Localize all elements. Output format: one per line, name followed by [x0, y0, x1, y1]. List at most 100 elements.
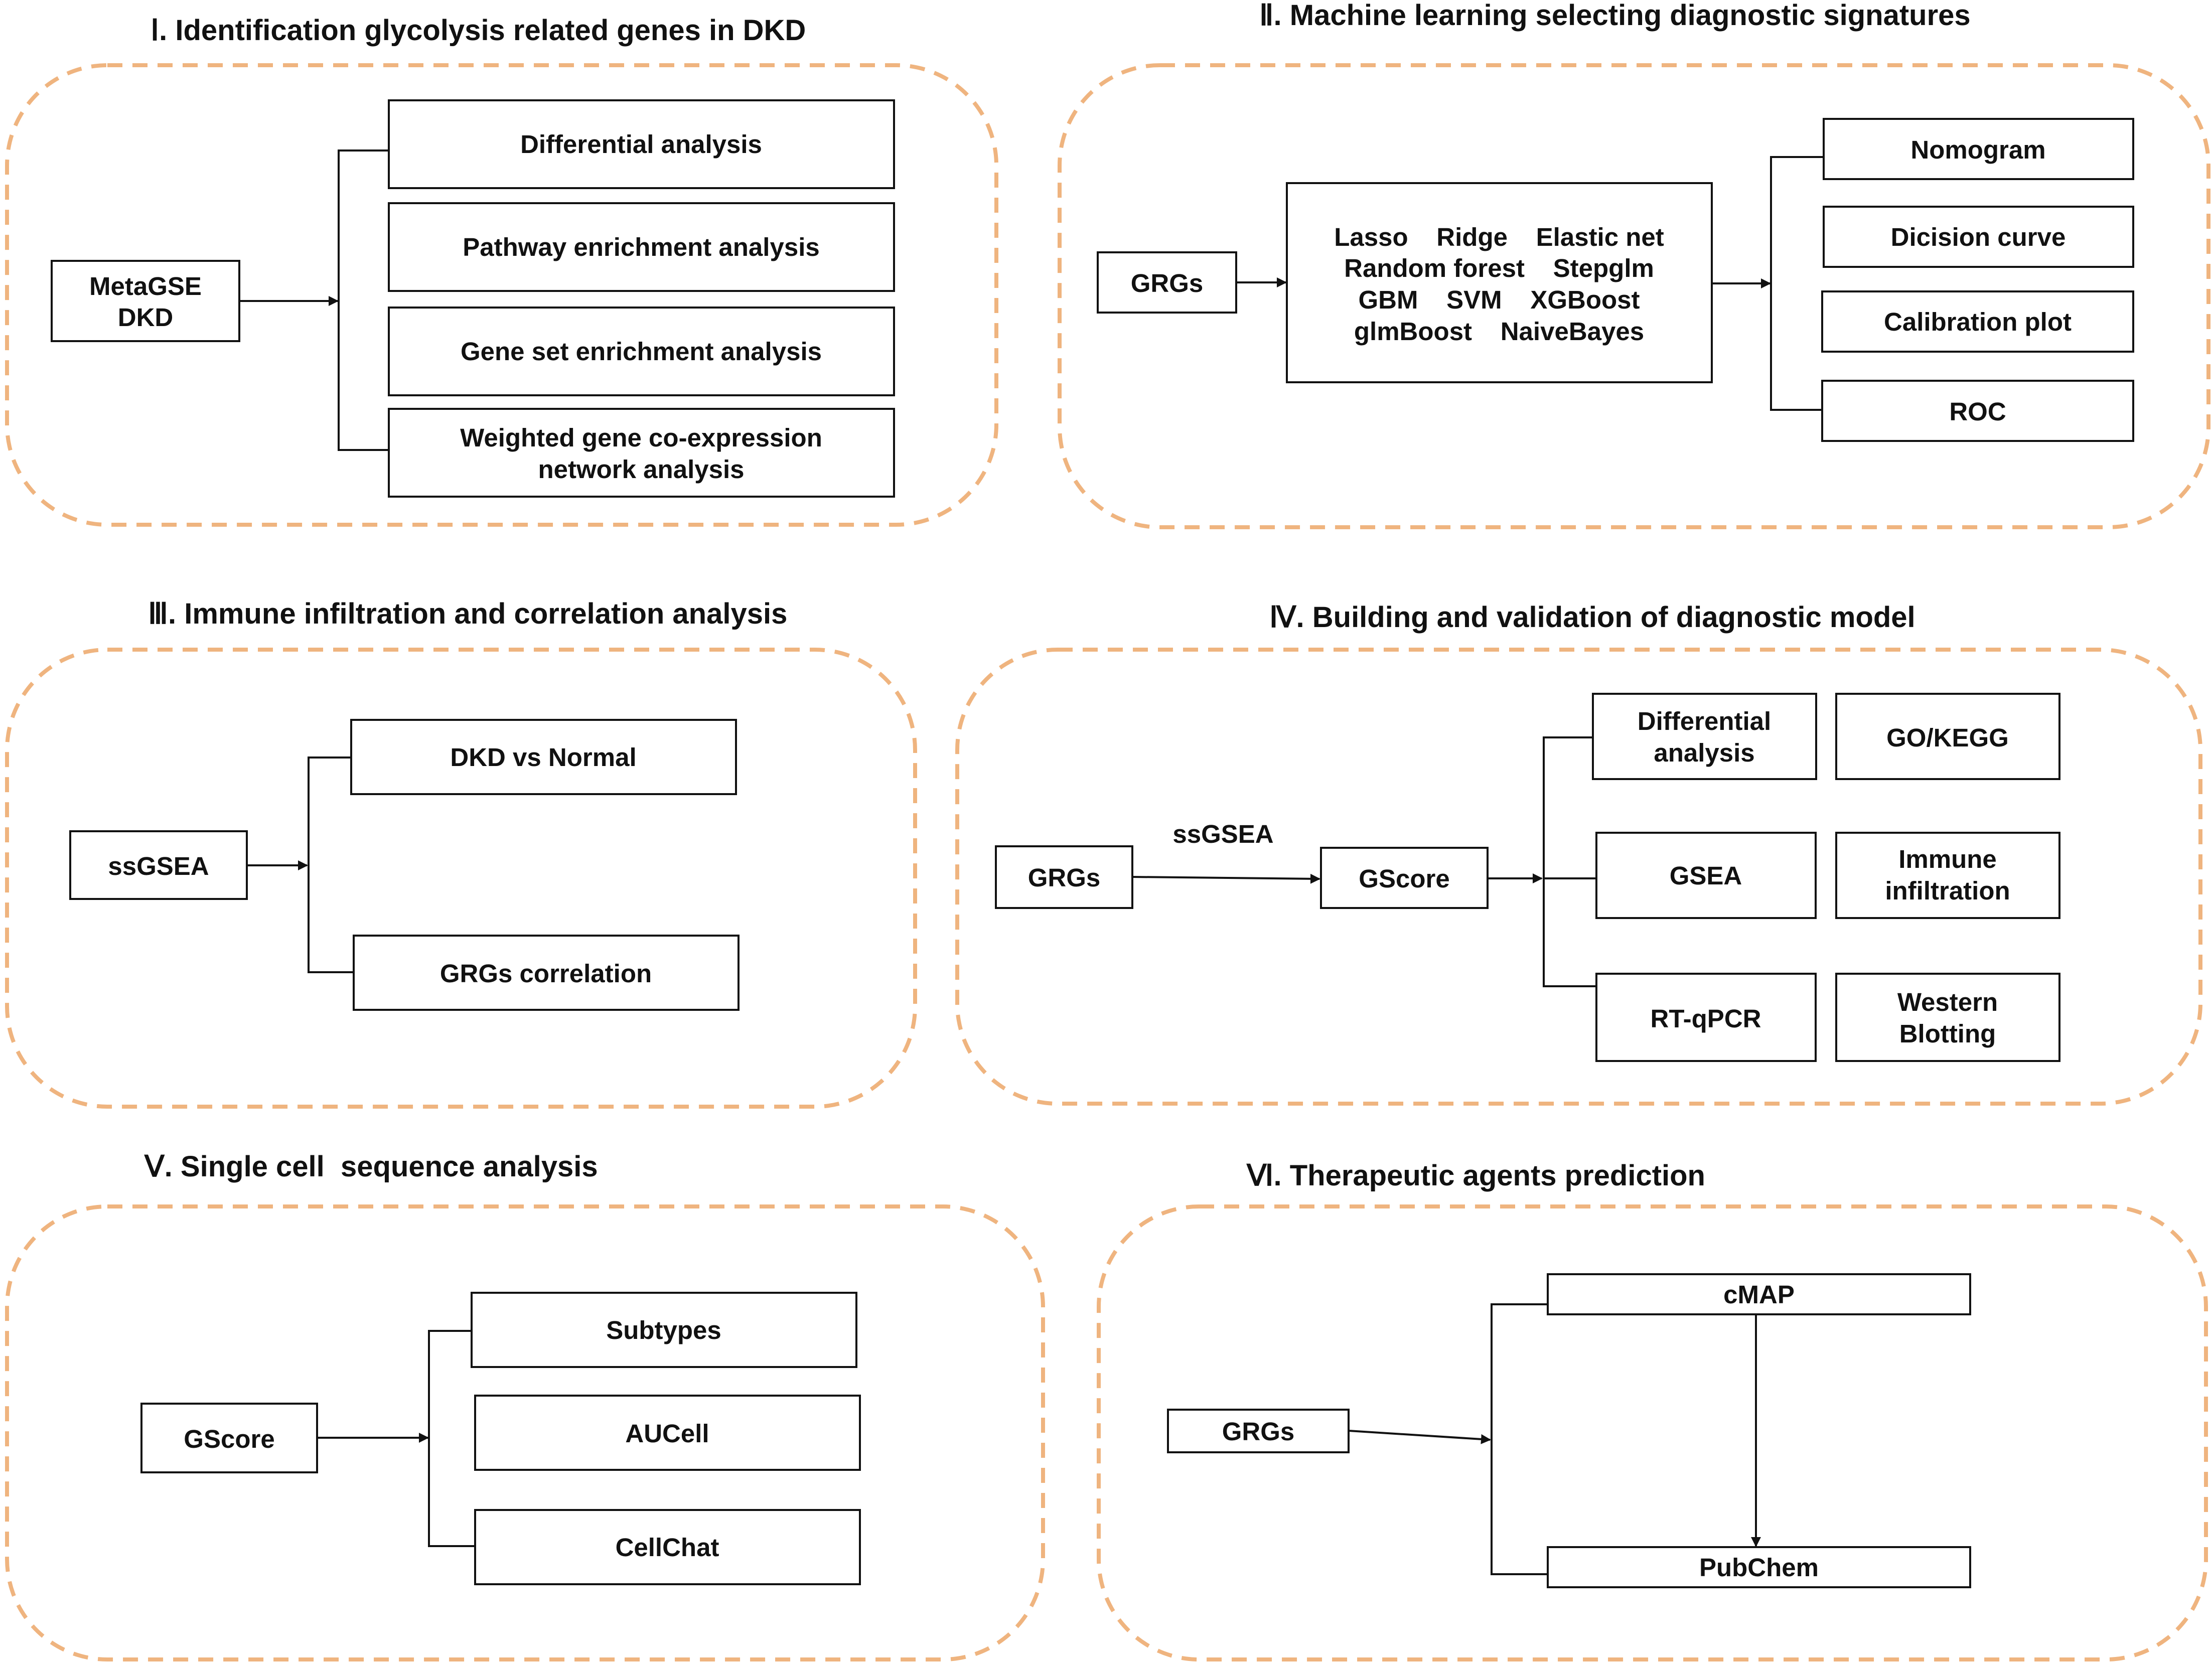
grgs-node: GRGs: [1167, 1409, 1350, 1453]
node-label: RT-qPCR: [1651, 1004, 1761, 1033]
node-label: Nomogram: [1910, 135, 2045, 164]
node-label: GSEA: [1670, 861, 1742, 890]
grgs-correlation-node: GRGs correlation: [353, 935, 740, 1011]
node-box: [1823, 118, 2134, 180]
gene-set-enrichment-node: Gene set enrichment analysis: [388, 307, 895, 396]
node-label: MetaGSE: [89, 272, 202, 300]
panel-frame: [1058, 63, 2210, 529]
node-label: network analysis: [538, 455, 744, 484]
node-box: [1821, 380, 2134, 442]
roc-node: ROC: [1821, 380, 2134, 442]
metagse-dkd-node: MetaGSE DKD: [51, 260, 240, 342]
branch-connector: [1543, 736, 1596, 987]
arrow: [1348, 1430, 1491, 1444]
panel-machine-learning: Ⅱ. Machine learning selecting diagnostic…: [1058, 0, 2210, 529]
node-box: [474, 1509, 861, 1585]
node-label: Weighted gene co-expression: [460, 423, 822, 452]
gsea-node: GSEA: [1595, 832, 1817, 919]
branch-connector: [1491, 1303, 1548, 1575]
subtypes-node: Subtypes: [471, 1292, 857, 1368]
arrow: [1132, 873, 1320, 884]
node-box: [1823, 206, 2134, 268]
method-line: Random forest Stepglm: [1344, 254, 1654, 282]
panel-title: Ⅳ. Building and validation of diagnostic…: [1269, 601, 1915, 634]
node-box: [1320, 847, 1489, 909]
panel-frame: [1097, 1204, 2208, 1661]
branch-connector: [338, 149, 389, 451]
node-label: GRGs: [1028, 863, 1101, 892]
panel-frame: [5, 63, 998, 527]
node-box: [1835, 693, 2060, 780]
gscore-node: GScore: [140, 1403, 318, 1473]
node-label: infiltration: [1885, 876, 2010, 905]
node-label: DKD vs Normal: [450, 743, 636, 772]
panel-title: Ⅲ. Immune infiltration and correlation a…: [148, 597, 787, 630]
node-label: Subtypes: [606, 1316, 721, 1344]
panel-title: Ⅰ. Identification glycolysis related gen…: [151, 14, 806, 47]
branch-connector: [1770, 156, 1824, 411]
panel-title: Ⅵ. Therapeutic agents prediction: [1246, 1159, 1705, 1192]
panel-title: Ⅴ. Single cell sequence analysis: [144, 1150, 598, 1183]
panel-frame: [5, 1204, 1045, 1661]
node-label: Dicision curve: [1891, 223, 2066, 251]
aucell-node: AUCell: [474, 1395, 861, 1471]
panel-frame: [955, 648, 2202, 1106]
go-kegg-node: GO/KEGG: [1835, 693, 2060, 780]
node-box: [1547, 1273, 1971, 1315]
node-label: DKD: [118, 303, 174, 332]
node-label: Differential: [1638, 707, 1771, 735]
branch-connector: [308, 756, 354, 973]
node-box: [1167, 1409, 1350, 1453]
panel-single-cell: Ⅴ. Single cell sequence analysis GScore …: [5, 1150, 1045, 1661]
node-label: AUCell: [625, 1419, 709, 1448]
pubchem-node: PubChem: [1547, 1546, 1971, 1588]
node-box: [474, 1395, 861, 1471]
cmap-node: cMAP: [1547, 1273, 1971, 1315]
node-box: [995, 845, 1133, 909]
method-line: glmBoost NaiveBayes: [1354, 317, 1644, 346]
node-label: Blotting: [1899, 1019, 1996, 1048]
node-box: [1821, 290, 2134, 353]
pathway-enrichment-node: Pathway enrichment analysis: [388, 202, 895, 292]
grgs-node: GRGs: [995, 845, 1133, 909]
calibration-plot-node: Calibration plot: [1821, 290, 2134, 353]
node-label: GRGs: [1131, 269, 1204, 297]
panel-immune-infiltration: Ⅲ. Immune infiltration and correlation a…: [5, 597, 917, 1109]
node-label: Western: [1897, 988, 1998, 1016]
node-box: [388, 408, 895, 498]
node-label: GScore: [184, 1425, 274, 1453]
immune-infiltration-node: Immune infiltration: [1835, 832, 2060, 919]
node-label: cMAP: [1723, 1280, 1795, 1309]
node-box: [1286, 182, 1713, 383]
grgs-node: GRGs: [1097, 251, 1237, 314]
node-box: [69, 830, 248, 900]
western-blotting-node: Western Blotting: [1835, 973, 2060, 1062]
node-label: ROC: [1949, 397, 2006, 426]
node-box: [1835, 832, 2060, 919]
dkd-vs-normal-node: DKD vs Normal: [350, 719, 737, 795]
node-box: [471, 1292, 857, 1368]
node-label: GO/KEGG: [1886, 723, 2009, 752]
node-label: GScore: [1359, 864, 1449, 893]
rt-qpcr-node: RT-qPCR: [1595, 973, 1817, 1062]
node-box: [388, 99, 895, 189]
differential-analysis-node: Differential analysis: [388, 99, 895, 189]
node-label: analysis: [1654, 738, 1754, 767]
ssgsea-node: ssGSEA: [69, 830, 248, 900]
node-box: [51, 260, 240, 342]
node-label: CellChat: [616, 1533, 719, 1562]
panel-identification: Ⅰ. Identification glycolysis related gen…: [5, 14, 998, 527]
nomogram-node: Nomogram: [1823, 118, 2134, 180]
node-box: [388, 202, 895, 292]
node-box: [1547, 1546, 1971, 1588]
node-box: [388, 307, 895, 396]
differential-analysis-node: Differential analysis: [1592, 693, 1817, 780]
node-label: GRGs: [1222, 1417, 1295, 1446]
node-label: ssGSEA: [108, 852, 209, 880]
branch-connector: [428, 1330, 474, 1547]
decision-curve-node: Dicision curve: [1823, 206, 2134, 268]
node-label: Immune: [1898, 845, 1997, 873]
node-box: [1595, 832, 1817, 919]
node-box: [350, 719, 737, 795]
